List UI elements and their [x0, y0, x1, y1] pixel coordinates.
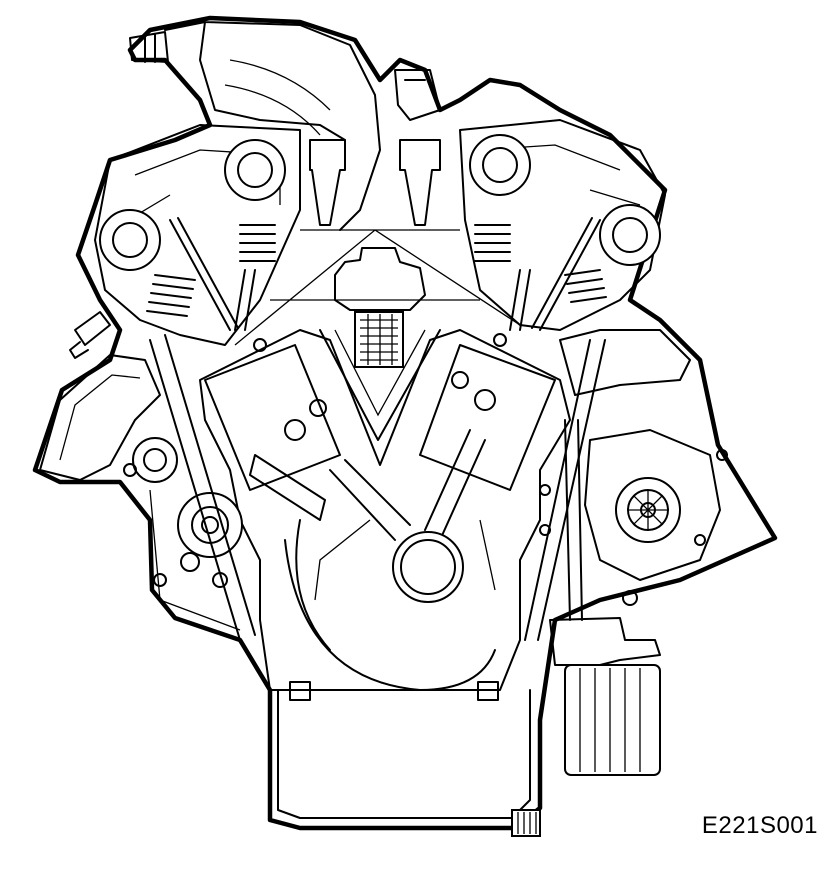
oil-filter	[564, 664, 661, 776]
right-cylinder-head	[459, 119, 666, 331]
left-oil-gallery-2	[309, 399, 327, 417]
belt-tensioner-pulley	[132, 437, 178, 483]
oil-pan-baffle-left	[289, 681, 311, 701]
temperature-sender	[69, 311, 111, 359]
left-outer-camshaft	[99, 209, 161, 271]
right-inner-camshaft	[469, 134, 531, 196]
turbocharger-housing	[584, 429, 721, 581]
left-valve-spring-1	[146, 274, 196, 317]
fuel-rail	[394, 69, 441, 121]
intake-inlet-nozzle	[129, 31, 169, 63]
right-oil-gallery-1	[474, 389, 496, 411]
left-valve-spring-2	[239, 224, 276, 262]
timing-belt-left	[149, 334, 256, 641]
block-v-inner	[319, 329, 441, 441]
left-cylinder-head	[94, 124, 301, 346]
coolant-pipe-inner	[59, 374, 141, 461]
crankshaft-journal	[392, 531, 464, 603]
right-connecting-rod	[424, 429, 486, 541]
oil-filter-adapter	[549, 617, 661, 666]
knock-sensor-block	[354, 311, 404, 368]
left-conrod-side	[249, 454, 326, 521]
intake-runner-curve	[224, 59, 331, 136]
right-valve-spring-2	[564, 269, 607, 303]
engine-block	[199, 329, 571, 691]
left-oil-gallery-1	[284, 419, 306, 441]
crankcase-curve	[284, 519, 496, 691]
block-v-inner-2	[334, 329, 426, 417]
exhaust-manifold	[559, 329, 691, 396]
right-outer-camshaft	[599, 204, 661, 266]
coolant-outlet-pipe	[39, 354, 161, 481]
oil-pan-drain-plug	[511, 809, 541, 837]
right-valve-spring-1	[474, 224, 511, 262]
right-valve-stems	[509, 217, 601, 331]
oil-pan	[277, 689, 531, 819]
water-pump-pulley	[177, 492, 243, 558]
left-cylinder-bore	[204, 344, 341, 491]
left-connecting-rod	[329, 459, 411, 541]
oil-pan-baffle-right	[477, 681, 499, 701]
crankshaft-journal-inner	[400, 539, 456, 595]
timing-belt-right	[524, 339, 606, 641]
right-cylinder-bore	[419, 344, 556, 491]
figure-code-label: E221S001	[701, 812, 818, 839]
valley-sensor-housing	[334, 247, 426, 311]
right-fuel-injector	[399, 139, 441, 226]
v-valley-plane	[234, 229, 521, 346]
left-valve-stems	[169, 217, 256, 331]
right-oil-gallery-2	[451, 371, 469, 389]
front-cover-left	[149, 489, 241, 631]
intake-manifold	[164, 21, 381, 231]
left-fuel-injector	[309, 139, 346, 226]
left-inner-camshaft	[224, 139, 286, 201]
crank-counterweight	[314, 519, 496, 601]
